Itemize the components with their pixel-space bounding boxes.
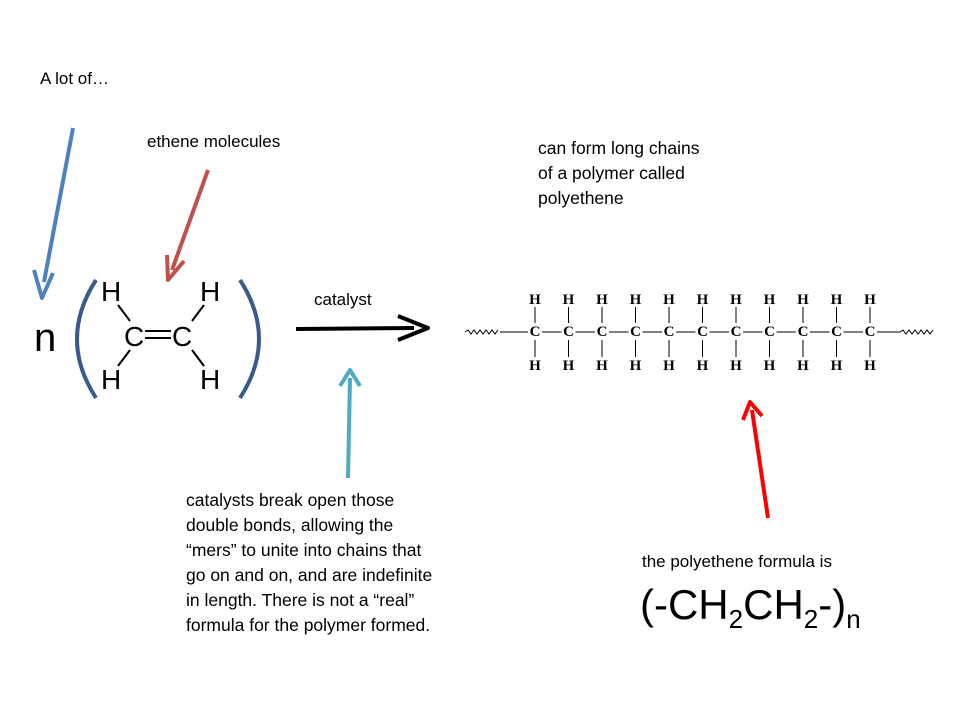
chain-c-8: C: [764, 324, 775, 340]
bond-h-c-bottom-right: [191, 349, 205, 367]
catalyst-explanation-line-4: go on and on, and are indefinite: [186, 565, 433, 585]
left-bracket: [75, 278, 98, 400]
chain-c-3: C: [597, 324, 608, 340]
ethene-molecule: n H H H H C C: [34, 276, 261, 400]
coefficient-n: n: [34, 316, 56, 360]
ethene-c-right: C: [172, 321, 192, 352]
chain-statement: can form long chains of a polymer called…: [538, 136, 699, 211]
teal-pointer-arrow: [338, 368, 362, 479]
blue-pointer-arrow: [32, 127, 75, 300]
bond-h-c-bottom-left: [117, 349, 131, 367]
formula-intro-label: the polyethene formula is: [642, 552, 832, 571]
chain-h-bottom-6: H: [697, 358, 709, 374]
ethene-c-left: C: [124, 321, 144, 352]
chain-h-top-6: H: [697, 292, 709, 308]
catalyst-explanation-line-1: catalysts break open those: [186, 490, 395, 510]
chain-c-2: C: [563, 324, 574, 340]
catalyst-explanation-line-5: in length. There is not a “real”: [186, 590, 415, 610]
chain-h-top-5: H: [663, 292, 675, 308]
formula-sub-2: 2: [803, 604, 819, 634]
chain-h-bottom-3: H: [596, 358, 608, 374]
chain-h-top-8: H: [764, 292, 776, 308]
bond-h-c-top-left: [117, 304, 131, 322]
bond-h-c-top-right: [191, 304, 205, 322]
chain-h-bottom-5: H: [663, 358, 675, 374]
chain-h-bottom-10: H: [831, 358, 843, 374]
formula-sub-n: n: [846, 604, 861, 634]
chain-c-9: C: [798, 324, 809, 340]
chain-statement-line-1: can form long chains: [538, 138, 700, 158]
chain-h-top-4: H: [630, 292, 642, 308]
chain-h-bottom-11: H: [864, 358, 876, 374]
chain-c-4: C: [630, 324, 641, 340]
formula-mid: CH: [743, 581, 804, 628]
ethene-h-bottom-left: H: [101, 364, 121, 395]
chain-c-6: C: [697, 324, 708, 340]
ethene-h-top-left: H: [101, 276, 121, 307]
a-lot-of-label: A lot of…: [40, 69, 109, 88]
chain-c-5: C: [664, 324, 675, 340]
ethene-h-bottom-right: H: [200, 364, 220, 395]
bright-red-pointer-arrow: [741, 400, 770, 519]
chain-h-top-3: H: [596, 292, 608, 308]
chain-wavy-end-left: [464, 329, 499, 335]
chain-h-bottom-4: H: [630, 358, 642, 374]
chain-wavy-end-right: [899, 329, 934, 335]
catalyst-explanation-line-6: formula for the polymer formed.: [186, 615, 431, 635]
chain-h-bottom-2: H: [563, 358, 575, 374]
formula-open: (-CH: [640, 581, 729, 628]
chain-h-bottom-8: H: [764, 358, 776, 374]
chain-c-11: C: [865, 324, 876, 340]
chain-c-10: C: [831, 324, 842, 340]
chain-statement-line-2: of a polymer called: [538, 163, 685, 183]
reaction-arrow: [295, 314, 430, 342]
chain-h-bottom-7: H: [730, 358, 742, 374]
chain-h-top-7: H: [730, 292, 742, 308]
catalyst-explanation: catalysts break open those double bonds,…: [186, 488, 432, 638]
catalyst-explanation-line-2: double bonds, allowing the: [186, 515, 394, 535]
chain-h-top-11: H: [864, 292, 876, 308]
chain-h-top-10: H: [831, 292, 843, 308]
chain-statement-line-3: polyethene: [538, 188, 624, 208]
chain-h-top-1: H: [529, 292, 541, 308]
chain-c-1: C: [530, 324, 541, 340]
chain-h-bottom-1: H: [529, 358, 541, 374]
ethene-molecules-label: ethene molecules: [147, 132, 281, 151]
chain-h-top-9: H: [797, 292, 809, 308]
polyethene-formula: (-CH2CH2-)n: [640, 581, 861, 633]
chain-h-bottom-9: H: [797, 358, 809, 374]
right-bracket: [238, 278, 261, 400]
formula-close: -): [818, 581, 847, 628]
ethene-h-top-right: H: [200, 276, 220, 307]
formula-sub-1: 2: [728, 604, 744, 634]
catalyst-label: catalyst: [314, 290, 372, 309]
red-pointer-arrow: [165, 169, 210, 282]
chain-h-top-2: H: [563, 292, 575, 308]
catalyst-explanation-line-3: “mers” to unite into chains that: [186, 540, 422, 560]
chain-c-7: C: [731, 324, 742, 340]
